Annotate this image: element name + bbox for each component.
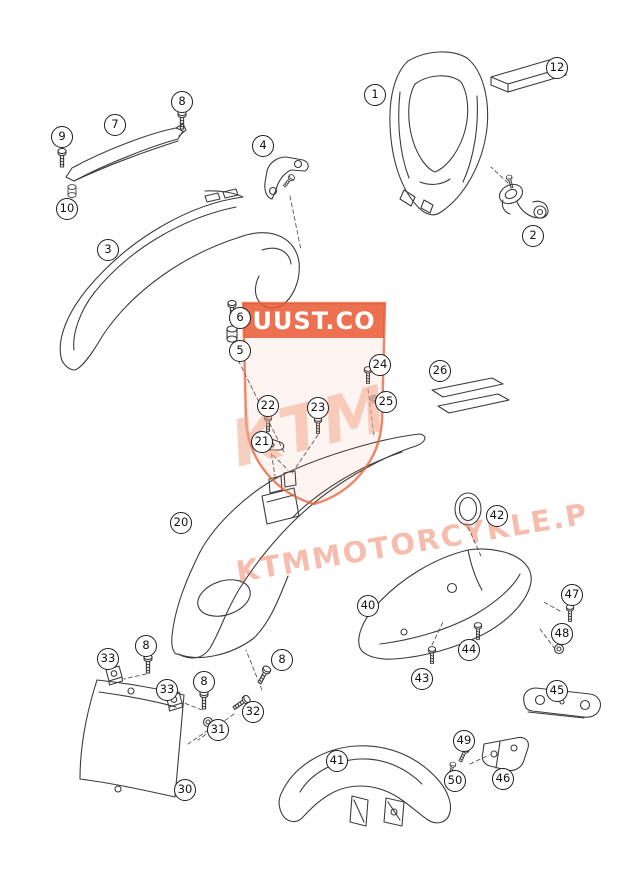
callout-30: 30 bbox=[174, 779, 196, 801]
callout-26: 26 bbox=[429, 360, 451, 382]
part-headlight-clamp bbox=[498, 183, 549, 219]
part-rear-fender-tail bbox=[278, 745, 452, 827]
callout-47: 47 bbox=[561, 584, 583, 606]
callout-20: 20 bbox=[170, 512, 192, 534]
callout-41: 41 bbox=[326, 750, 348, 772]
callout-33: 33 bbox=[97, 648, 119, 670]
callout-12: 12 bbox=[546, 57, 568, 79]
watermark-shield: UUST.CO KTM bbox=[224, 301, 394, 506]
part-headlight-mask bbox=[389, 51, 489, 216]
callout-45: 45 bbox=[546, 680, 568, 702]
callout-31: 31 bbox=[207, 719, 229, 741]
callout-4: 4 bbox=[252, 135, 274, 157]
callout-40: 40 bbox=[357, 595, 379, 617]
callout-8: 8 bbox=[271, 649, 293, 671]
callout-9: 9 bbox=[51, 126, 73, 148]
callout-8: 8 bbox=[193, 671, 215, 693]
part-support-bracket bbox=[481, 736, 529, 772]
callout-24: 24 bbox=[369, 354, 391, 376]
callout-46: 46 bbox=[492, 768, 514, 790]
callout-1: 1 bbox=[364, 84, 386, 106]
part-grommet bbox=[454, 492, 482, 526]
callout-10: 10 bbox=[56, 198, 78, 220]
callout-7: 7 bbox=[104, 114, 126, 136]
part-fork-protector bbox=[65, 123, 187, 182]
watermark-badge-text: UUST.CO bbox=[252, 307, 375, 335]
part-fender-bracket bbox=[264, 156, 309, 200]
callout-8: 8 bbox=[135, 635, 157, 657]
callout-6: 6 bbox=[229, 307, 251, 329]
callout-23: 23 bbox=[307, 397, 329, 419]
callout-8: 8 bbox=[171, 91, 193, 113]
part-foam-strips bbox=[431, 377, 510, 414]
part-number-plate bbox=[79, 679, 185, 798]
callout-2: 2 bbox=[522, 225, 544, 247]
callout-42: 42 bbox=[486, 505, 508, 527]
callout-3: 3 bbox=[97, 239, 119, 261]
callout-33: 33 bbox=[156, 679, 178, 701]
callout-22: 22 bbox=[257, 395, 279, 417]
callout-48: 48 bbox=[551, 623, 573, 645]
callout-5: 5 bbox=[229, 340, 251, 362]
callout-49: 49 bbox=[453, 730, 475, 752]
callout-21: 21 bbox=[251, 431, 273, 453]
callout-32: 32 bbox=[242, 701, 264, 723]
callout-50: 50 bbox=[444, 770, 466, 792]
part-plate-bracket bbox=[523, 687, 602, 719]
callout-25: 25 bbox=[375, 391, 397, 413]
callout-44: 44 bbox=[458, 639, 480, 661]
callout-43: 43 bbox=[411, 668, 433, 690]
